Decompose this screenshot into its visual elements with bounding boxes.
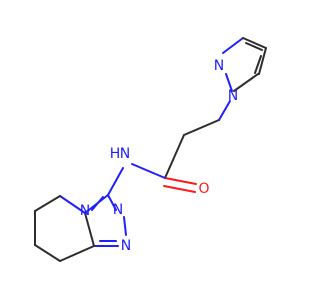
carbonyl-to-amide-n-bond <box>131 163 166 179</box>
n1-to-ch2-bond <box>218 100 231 121</box>
amide-n-label: N <box>120 146 130 162</box>
triazole-n2-label: N <box>113 202 123 218</box>
ch2-to-carbonyl-bond <box>164 134 185 179</box>
pyrazole-bond-n2-c3 <box>222 37 244 54</box>
pyrazole-bond-c3-c4 <box>242 37 267 49</box>
triazole-n1-label: N <box>121 238 131 254</box>
triazole-bond-n4-c8a <box>84 212 95 247</box>
carbonyl-o-label: O <box>198 181 209 197</box>
pyrazole-n2-label: N <box>214 58 224 74</box>
amide-h-label: H <box>110 146 121 162</box>
triazole-bond-n2-c3 <box>107 194 117 211</box>
carbonyl-double-bond-inner <box>163 185 196 193</box>
pyrazole-bond-c5-n1 <box>233 73 259 92</box>
pyrazole-bond-c4-c5 <box>258 47 267 75</box>
pyrazole-n1-label: N <box>228 88 238 104</box>
carbonyl-double-bond-outer <box>164 177 197 185</box>
molecule-structure: N N H N O N N N <box>34 37 267 262</box>
ch2-ch2-bond <box>183 119 220 136</box>
pyrazole-double-c3-c4 <box>245 42 263 51</box>
triazole-bond-n1-n2 <box>123 216 127 236</box>
ring6-bond-n4-c5 <box>59 195 86 214</box>
triazole-n4-label: N <box>80 203 90 219</box>
ring6-bond-c7-c8 <box>34 244 61 262</box>
amide-n-to-triazole-bond <box>107 167 124 196</box>
triazole-double-c3-n4 <box>91 196 104 211</box>
pyrazole-bond-n1-n2 <box>225 73 233 92</box>
pyrazole-double-c4-c5 <box>254 55 262 74</box>
ring6-bond-c5-c6 <box>34 195 61 212</box>
molecule-canvas: N N H N O N N N <box>34 37 267 262</box>
ring6-bond-c8-c8a <box>59 245 95 262</box>
